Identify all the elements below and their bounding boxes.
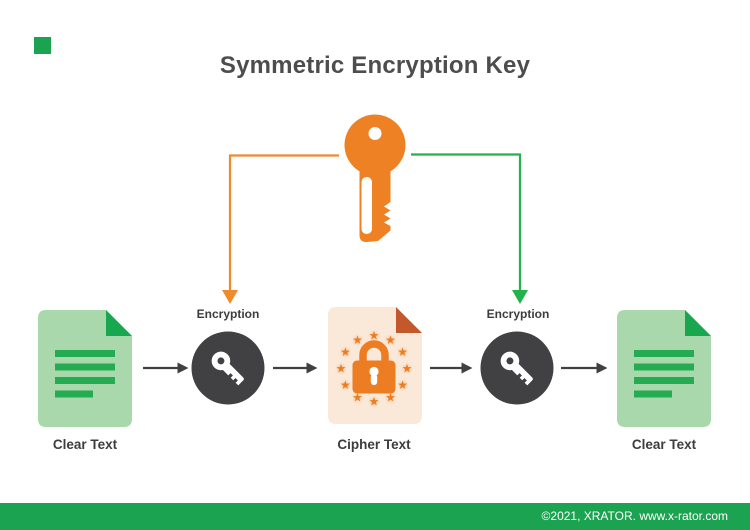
encryption-node-right <box>480 331 554 405</box>
clear-text-label-right: Clear Text <box>631 437 697 452</box>
clear-text-document-right <box>617 310 711 427</box>
padlock-icon <box>352 340 396 394</box>
orange-connector <box>222 154 339 304</box>
encryption-node-left <box>191 331 265 405</box>
encryption-label-right: Encryption <box>486 307 550 321</box>
green-connector <box>411 153 528 304</box>
page-title: Symmetric Encryption Key <box>219 52 531 79</box>
clear-text-label-left: Clear Text <box>52 437 118 452</box>
green-arrowhead-icon <box>512 290 528 304</box>
cipher-text-document <box>328 307 422 424</box>
corner-mark <box>34 37 51 54</box>
footer-credit: ©2021, XRATOR. www.x-rator.com <box>541 509 728 523</box>
folded-corner-icon <box>685 310 711 336</box>
master-key-icon <box>344 114 406 243</box>
folded-corner-icon <box>396 307 422 333</box>
folded-corner-icon <box>106 310 132 336</box>
footer-bar: ©2021, XRATOR. www.x-rator.com <box>0 503 750 530</box>
encryption-label-left: Encryption <box>196 307 260 321</box>
cipher-text-label: Cipher Text <box>337 437 411 452</box>
clear-text-document-left <box>38 310 132 427</box>
orange-arrowhead-icon <box>222 290 238 304</box>
